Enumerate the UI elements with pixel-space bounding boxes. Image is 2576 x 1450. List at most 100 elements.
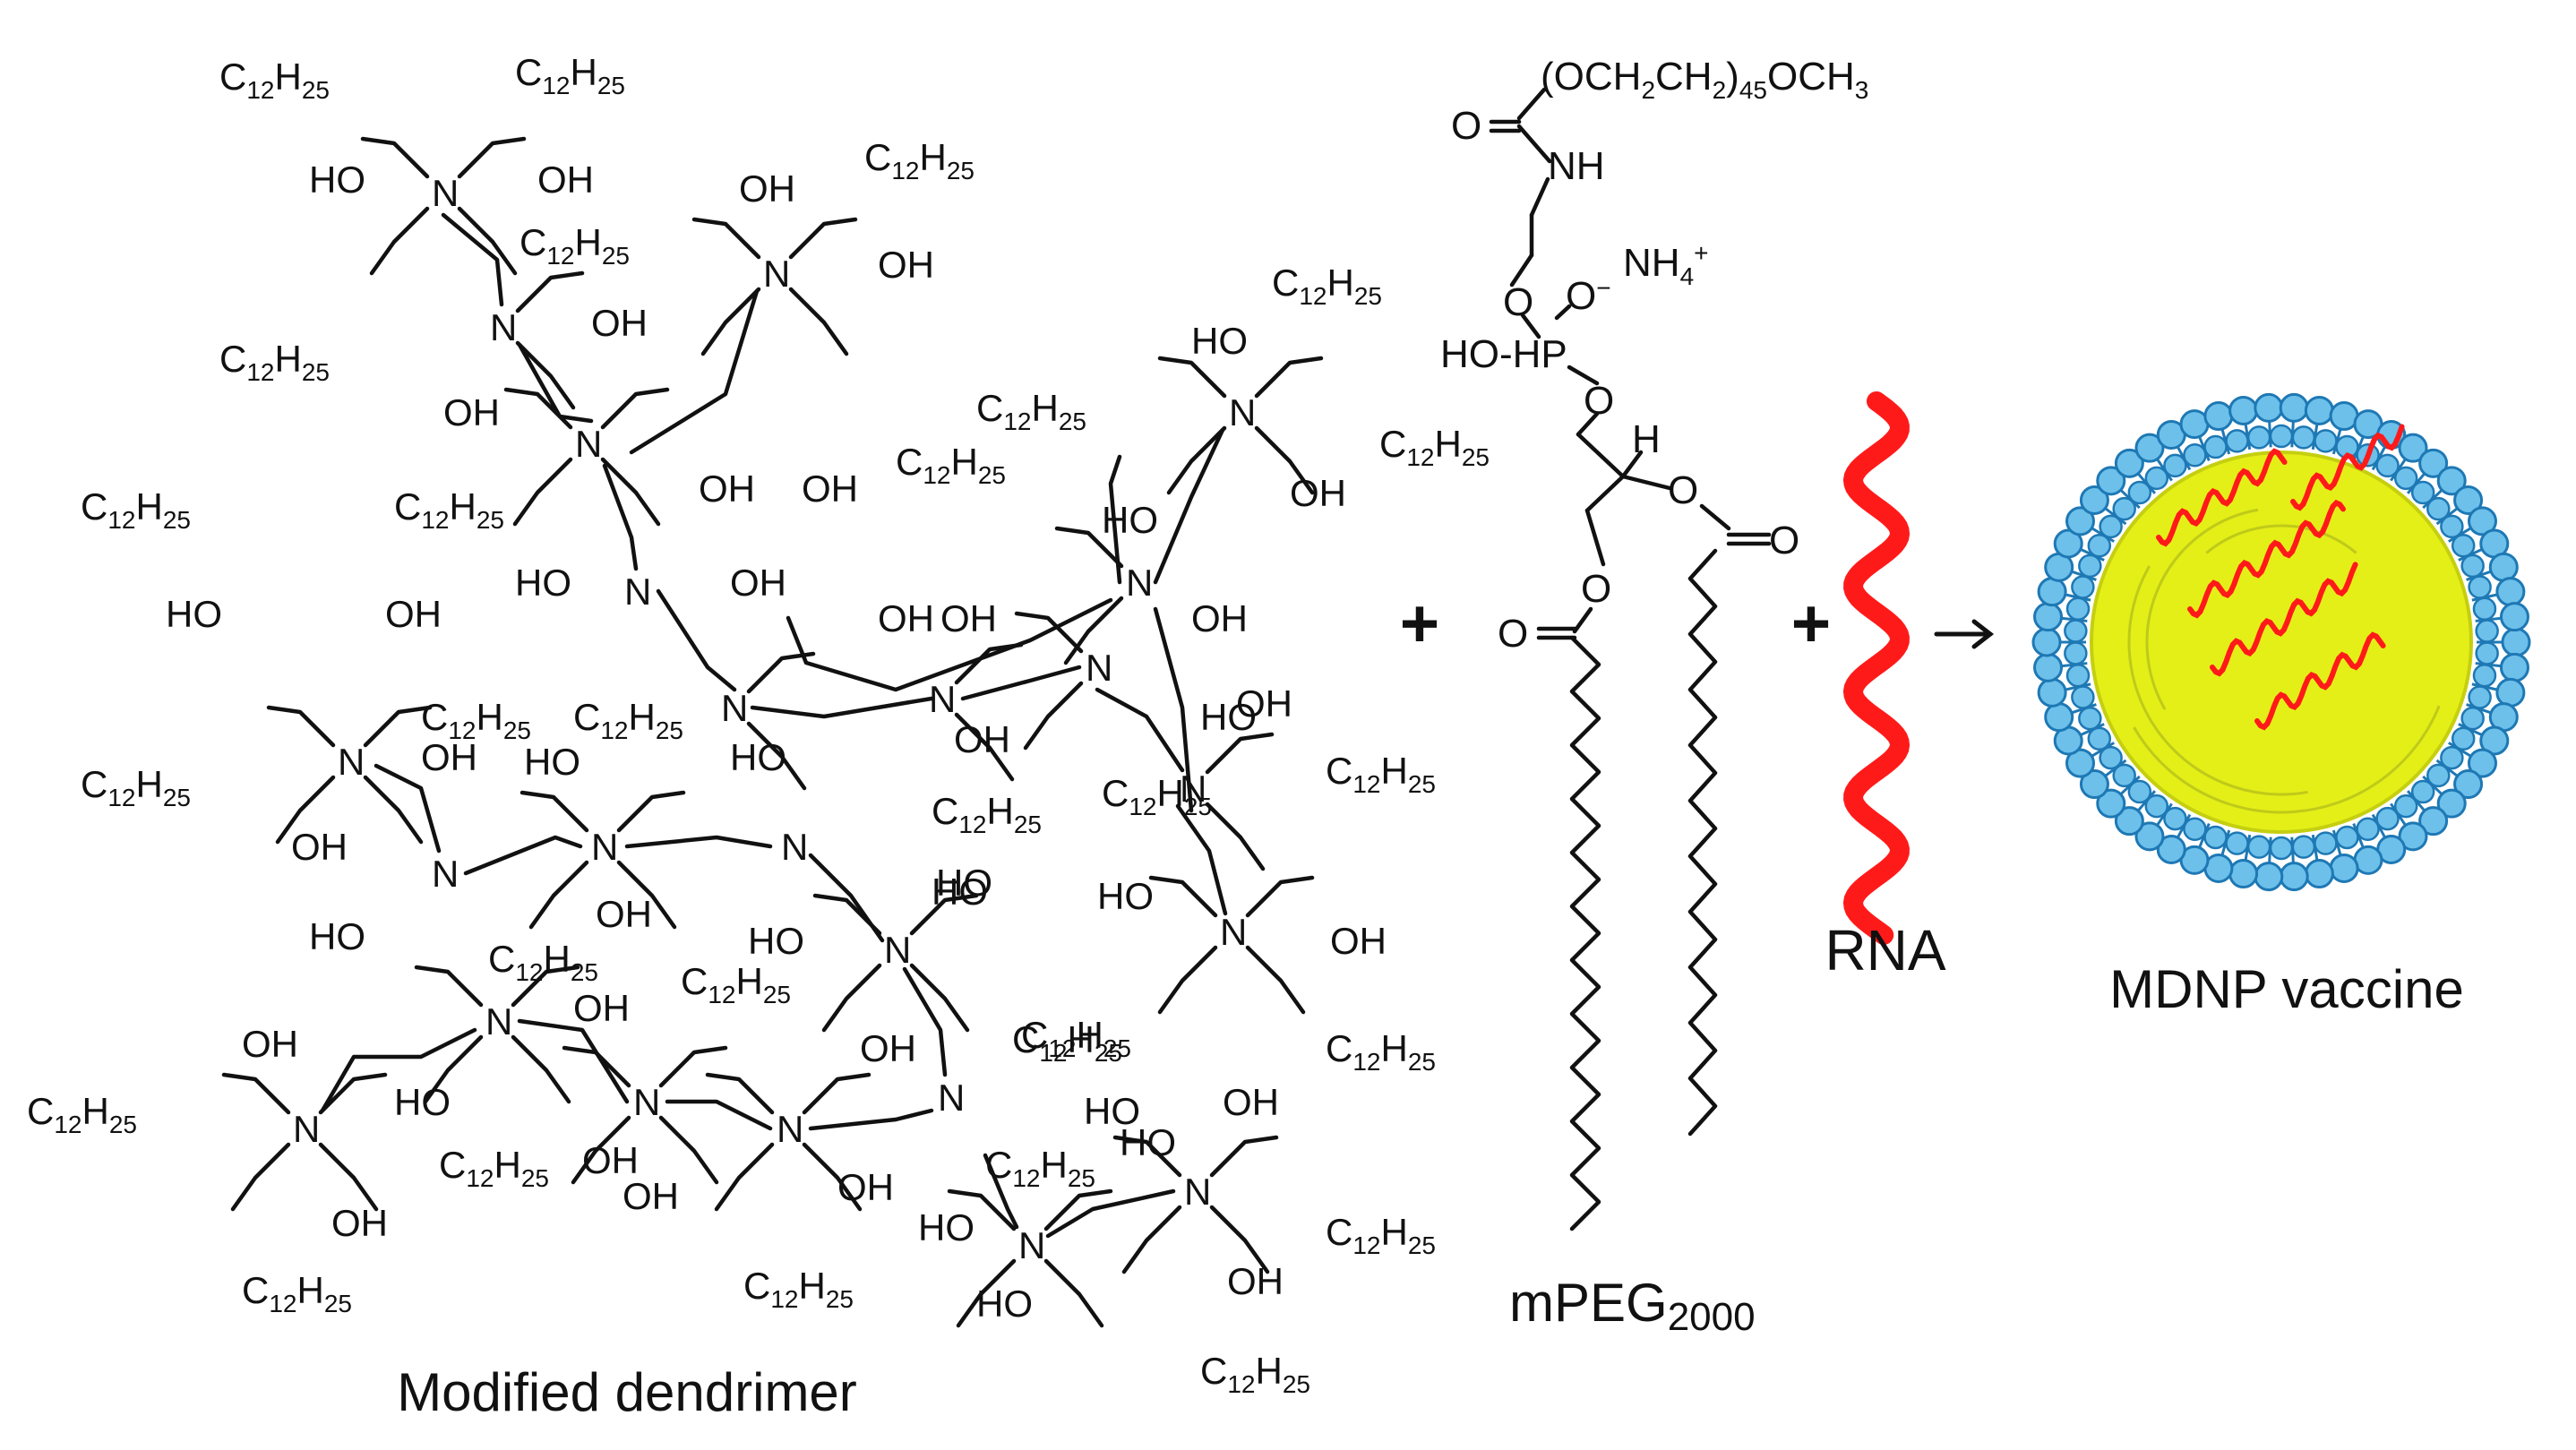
nitrogen-atom-label: N (781, 826, 808, 868)
encapsulated-rna-icon (2187, 499, 2346, 619)
glycerol-bond-4 (1584, 474, 1626, 513)
hydroxyl-label: HO (1102, 499, 1158, 541)
c12h25-label: C12H25 (219, 338, 330, 386)
encapsulated-rna-icon (2156, 448, 2288, 547)
mpeg-atom-labels: (OCH2CH2)45OCH3 O NH NH4+ O O− HO-HP O H… (1440, 55, 1868, 656)
hydroxyl-label: OH (623, 1175, 679, 1217)
hydroxyl-label: OH (878, 597, 934, 639)
c12h25-label: C12H25 (439, 1144, 549, 1192)
nitrogen-atom-label: N (485, 1000, 512, 1042)
hydroxyl-label: OH (699, 468, 755, 510)
mpeg2000-lipid-structure (1489, 87, 1772, 1231)
c12h25-label: C12H25 (1326, 1211, 1436, 1259)
nitrogen-atom-label: N (575, 423, 602, 465)
c12h25-label: C12H25 (81, 763, 191, 811)
hydroxyl-label: HO (936, 862, 992, 904)
hydroxyl-label: OH (582, 1139, 639, 1181)
amide-nh-label: NH (1548, 144, 1605, 188)
encapsulated-rna-icon (2254, 631, 2386, 731)
c12h25-label: C12H25 (394, 485, 504, 534)
c12h25-label: C12H25 (421, 696, 531, 744)
ammonium-label: NH4+ (1623, 239, 1709, 290)
c12h25-label: C12H25 (519, 221, 630, 270)
hydroxyl-label: OH (1227, 1260, 1284, 1302)
c12h25-label: C12H25 (985, 1144, 1095, 1192)
nitrogen-atom-label: N (338, 741, 365, 783)
ester2-carbonyl-o-label: O (1769, 519, 1799, 562)
nitrogen-atom-label: N (929, 678, 956, 720)
mdnp-nanoparticle-icon (2031, 392, 2531, 892)
hydroxyl-label: OH (739, 167, 795, 210)
encapsulated-rna-strands (2156, 424, 2405, 731)
c12h25-label: C12H25 (896, 441, 1006, 489)
ester2-o-label: O (1668, 468, 1698, 512)
lipid-heads (2031, 392, 2531, 892)
nitrogen-atom-label: N (432, 853, 459, 895)
c12h25-label: C12H25 (515, 51, 625, 99)
c12h25-label: C12H25 (488, 938, 598, 986)
hydroxyl-label: OH (331, 1202, 388, 1244)
c12h25-label: C12H25 (1102, 772, 1212, 820)
rna-label: RNA (1825, 918, 1945, 982)
encapsulated-rna-icon (2290, 424, 2405, 511)
carbonyl-o-label: O (1451, 104, 1481, 148)
ester2-bond (1699, 503, 1731, 531)
plus-sign-2: + (1791, 586, 1831, 662)
mpeg2000-caption: mPEG2000 (1509, 1273, 1756, 1339)
hydroxyl-label: HO (1120, 1121, 1176, 1163)
phosphate-o-label: O (1503, 280, 1533, 324)
dendrimer-caption: Modified dendrimer (397, 1362, 857, 1422)
c12h25-label: C12H25 (976, 387, 1086, 435)
hydroxyl-label: OH (940, 597, 997, 639)
reaction-arrow-icon (1934, 619, 1995, 649)
nitrogen-atom-label: N (1126, 562, 1153, 604)
peg-bond (1516, 87, 1547, 121)
hydroxyl-label: HO (1084, 1090, 1140, 1132)
hydroxyl-label: HO (1200, 696, 1257, 738)
glycerol-bond-1 (1576, 411, 1600, 437)
hydroxyl-label: OH (421, 736, 477, 778)
c12h25-label: C12H25 (743, 1265, 854, 1313)
nitrogen-atom-label: N (1184, 1171, 1211, 1213)
plus-sign-1: + (1400, 586, 1439, 662)
hydroxyl-label: OH (802, 468, 858, 510)
nitrogen-atom-label: N (1220, 911, 1247, 953)
hydroxyl-label: OH (1191, 597, 1248, 639)
hydroxyl-label: HO (976, 1283, 1033, 1325)
hydroxyl-label: OH (537, 159, 594, 201)
hydroxyl-label: HO (918, 1206, 975, 1248)
c12h25-label: C12H25 (864, 136, 975, 184)
hydroxyl-label: HO (515, 562, 571, 604)
hydroxyl-label: HO (309, 915, 365, 957)
hydroxyl-label: OH (730, 562, 786, 604)
nitrogen-atom-label: N (763, 253, 790, 295)
phosphate-group-label: HO-HP (1440, 332, 1567, 376)
lipid-tail-1 (1569, 635, 1601, 1231)
nitrogen-atom-label: N (633, 1081, 660, 1123)
amide-bond (1516, 124, 1552, 164)
phosphate-ester-bond (1567, 365, 1600, 386)
modified-dendrimer-structure (221, 136, 1324, 1328)
hydroxyl-label: OH (1223, 1081, 1279, 1123)
c12h25-label: C12H25 (573, 696, 683, 744)
lipid-tail-2 (1687, 548, 1718, 1137)
hydroxyl-label: OH (837, 1166, 894, 1208)
nitrogen-atom-label: N (721, 687, 748, 729)
glycerol-bond-5 (1584, 508, 1606, 567)
c12h25-label: C12H25 (1272, 262, 1382, 310)
nitrogen-atom-label: N (591, 826, 618, 868)
nitrogen-atom-label: N (884, 929, 911, 971)
linker-bond-1 (1529, 176, 1550, 218)
hydroxyl-label: OH (596, 893, 652, 935)
nitrogen-atom-label: N (490, 306, 517, 348)
hydroxyl-label: OH (443, 391, 500, 433)
hydroxyl-label: OH (1290, 472, 1346, 514)
c12h25-label: C12H25 (681, 960, 791, 1008)
phosphate-oxide-bond (1554, 304, 1572, 321)
hydroxyl-label: OH (573, 987, 630, 1029)
nitrogen-atom-label: N (1018, 1224, 1045, 1266)
nitrogen-atom-label: N (624, 571, 651, 613)
hydroxyl-label: HO (932, 871, 988, 913)
